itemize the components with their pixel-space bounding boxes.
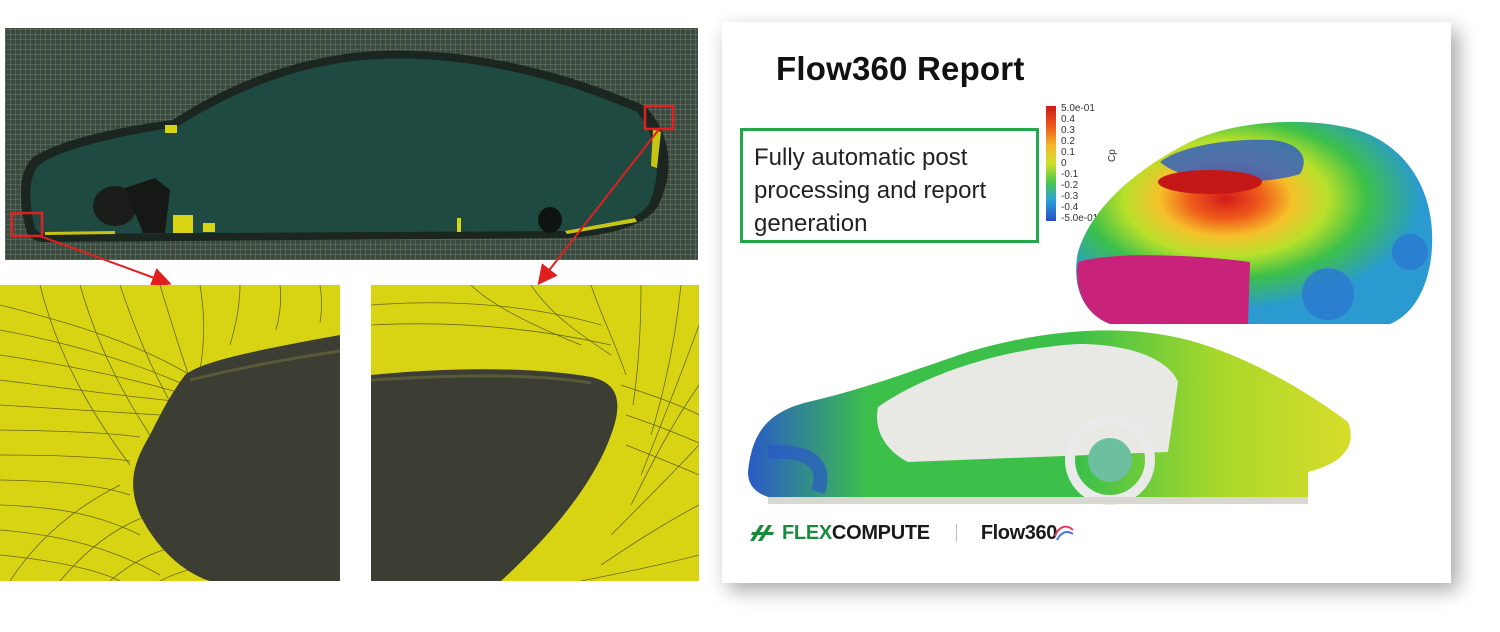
colorbar-label: 0 (1061, 158, 1067, 169)
colorbar-label: -0.4 (1061, 202, 1079, 213)
zoom-arrows (39, 127, 661, 287)
flow360-logo-icon (1054, 525, 1074, 541)
colorbar-label: 0.4 (1061, 114, 1075, 125)
logo-divider (955, 524, 957, 542)
arrow-front-zoom (39, 235, 172, 287)
colorbar-label: -0.3 (1061, 191, 1079, 202)
side-window-region (877, 344, 1178, 462)
car-side-view-cp (748, 330, 1351, 505)
footer-logos: FLEXCOMPUTE Flow360 (748, 516, 1075, 550)
colorbar-label: -0.1 (1061, 169, 1079, 180)
car-cross-section (10, 50, 675, 243)
highlight-box-front (10, 211, 44, 238)
flexcompute-prefix: FLEX (782, 521, 832, 544)
cp-colorbar (1046, 106, 1056, 221)
flexcompute-logo-icon (750, 525, 774, 541)
rear-wheel (1392, 234, 1428, 270)
report-slide: Flow360 Report Fully automatic post proc… (722, 22, 1451, 583)
front-bumper-cp (1077, 255, 1250, 324)
colorbar-label: -5.0e-01 (1061, 213, 1099, 224)
description-box: Fully automatic post processing and repo… (740, 128, 1039, 243)
colorbar-label: -0.2 (1061, 180, 1079, 191)
car-front-view-cp (1076, 121, 1433, 324)
colorbar-label: 0.2 (1061, 136, 1075, 147)
rear-spoiler-surface (371, 369, 618, 581)
flexcompute-logo-text: FLEXCOMPUTE (782, 522, 930, 545)
flow360-logo-text: Flow360 (980, 521, 1058, 544)
front-detail-mesh (0, 285, 340, 581)
arrow-rear-zoom (537, 127, 661, 286)
front-wheel (1302, 268, 1354, 320)
volume-mesh-panel (5, 28, 698, 260)
colorbar-label: 5.0e-01 (1061, 103, 1095, 114)
front-splitter-surface (133, 335, 340, 581)
rear-detail-mesh (371, 285, 699, 581)
flexcompute-suffix: COMPUTE (831, 521, 930, 544)
colorbar-label: 0.1 (1061, 147, 1075, 158)
report-title: Flow360 Report (776, 50, 1025, 87)
colorbar-label: 0.3 (1061, 125, 1075, 136)
